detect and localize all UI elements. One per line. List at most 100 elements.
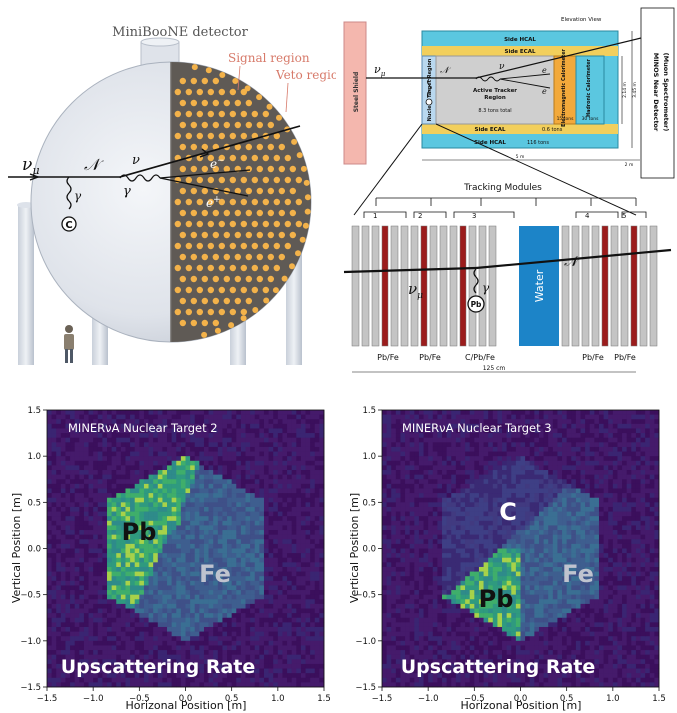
heatmap-cell [93,622,99,628]
heatmap-cell [386,465,392,471]
heatmap-cell [300,543,306,549]
heatmap-cell [47,520,52,526]
heatmap-cell [116,437,122,443]
heatmap-cell [423,613,429,619]
heatmap-cell [97,525,103,531]
heatmap-cell [120,613,126,619]
heatmap-cell [60,617,66,623]
heatmap-cell [83,465,89,471]
pmt-dot [267,121,275,129]
heatmap-cell [442,580,447,586]
heatmap-cell [405,617,410,623]
heatmap-cell [107,414,112,420]
heatmap-cell [250,668,256,674]
heatmap-cell [222,580,228,586]
heatmap-cell [386,599,392,605]
heatmap-cell [382,640,387,646]
heatmap-cell [176,437,182,443]
heatmap-cell [287,590,292,595]
heatmap-cell [305,566,311,572]
heatmap-cell [157,594,163,600]
heatmap-cell [222,682,228,688]
heatmap-cell [185,673,191,679]
heatmap-cell [287,433,292,438]
pmt-dot [223,297,231,305]
heatmap-cell [437,437,443,443]
heatmap-cell [240,483,246,489]
heatmap-cell [157,613,163,619]
heatmap-cell [203,534,209,540]
heatmap-cell [130,511,136,517]
heatmap-cell [268,437,274,443]
heatmap-cell [287,613,292,619]
pmt-dot [218,88,226,96]
heatmap-cell [296,419,302,425]
heatmap-cell [203,442,209,448]
heatmap-cell [70,433,75,438]
heatmap-cell [382,626,387,632]
heatmap-cell [291,451,297,457]
heatmap-cell [79,594,85,600]
heatmap-cell [125,428,131,434]
heatmap-cell [222,622,228,628]
heatmap-cell [432,474,438,480]
heatmap-cell [405,502,410,508]
heatmap-cell [391,617,397,623]
heatmap-cell [208,497,214,503]
veto-pmt-dot [291,138,298,145]
heatmap-cell [227,470,232,475]
heatmap-cell [451,470,457,475]
heatmap-cell [185,663,191,669]
heatmap-cell [446,631,452,637]
heatmap-cell [455,493,461,499]
heatmap-cell [250,557,256,563]
heatmap-cell [203,571,209,577]
heatmap-cell [418,516,424,522]
heatmap-cell [432,640,438,646]
heatmap-cell [194,677,200,683]
heatmap-cell [120,437,126,443]
heatmap-cell [120,414,126,420]
pmt-dot [174,286,182,294]
heatmap-cell [409,548,415,554]
heatmap-cell [437,483,443,489]
heatmap-cell [409,613,415,619]
heatmap-cell [107,534,112,540]
heatmap-cell [277,456,283,462]
heatmap-cell [254,483,260,489]
heatmap-cell [245,465,251,471]
heatmap-cell [418,576,424,582]
heatmap-cell [125,566,131,572]
heatmap-cell [74,566,80,572]
heatmap-cell [437,488,443,494]
pmt-dot [273,176,281,184]
heatmap-cell [250,525,256,531]
heatmap-cell [97,659,103,665]
heatmap-cell [60,456,66,462]
heatmap-cell [231,682,237,688]
heatmap-cell [213,673,219,679]
heatmap-cell [222,419,228,425]
heatmap-cell [157,465,163,471]
heatmap-cell [259,437,265,443]
heatmap-cell [423,502,429,508]
heatmap-cell [51,585,57,591]
pmt-dot [174,88,182,96]
heatmap-cell [287,410,292,415]
heatmap-cell [203,456,209,462]
heatmap-cell [423,428,429,434]
heatmap-cell [107,548,112,554]
heatmap-cell [74,654,80,660]
heatmap-cell [51,534,57,540]
heatmap-cell [268,603,274,609]
heatmap-cell [305,460,311,466]
heatmap-cell [83,645,89,651]
heatmap-cell [291,423,297,429]
heatmap-cell [111,594,117,600]
heatmap-cell [300,613,306,619]
heatmap-cell [157,663,163,669]
heatmap-cell [245,419,251,425]
heatmap-cell [418,580,424,586]
heatmap-cell [231,539,237,545]
heatmap-cell [227,437,232,443]
